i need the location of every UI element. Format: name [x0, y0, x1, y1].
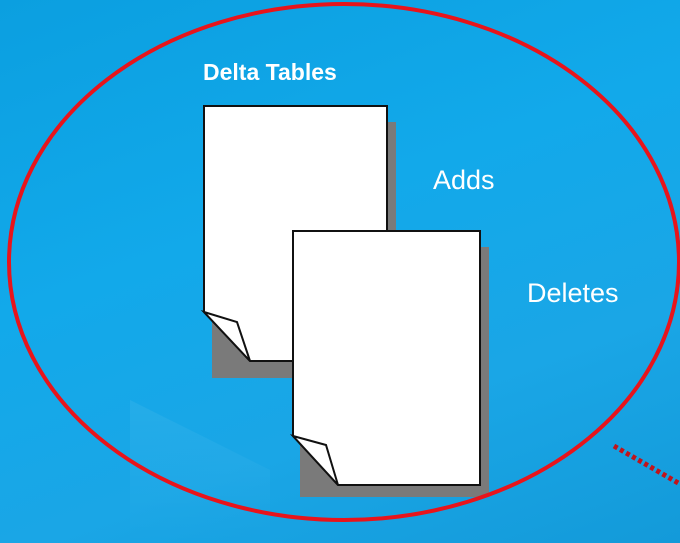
dotted-connector: [612, 443, 680, 487]
adds-label: Adds: [433, 165, 495, 195]
deletes-document-fold: [289, 434, 339, 486]
diagram-title: Delta Tables: [203, 59, 337, 85]
deletes-document-page: [292, 230, 481, 486]
highlight-ellipse: [7, 2, 680, 522]
deletes-label: Deletes: [527, 278, 619, 308]
adds-document-fold: [200, 309, 251, 362]
deletes-document-icon: [289, 230, 489, 497]
